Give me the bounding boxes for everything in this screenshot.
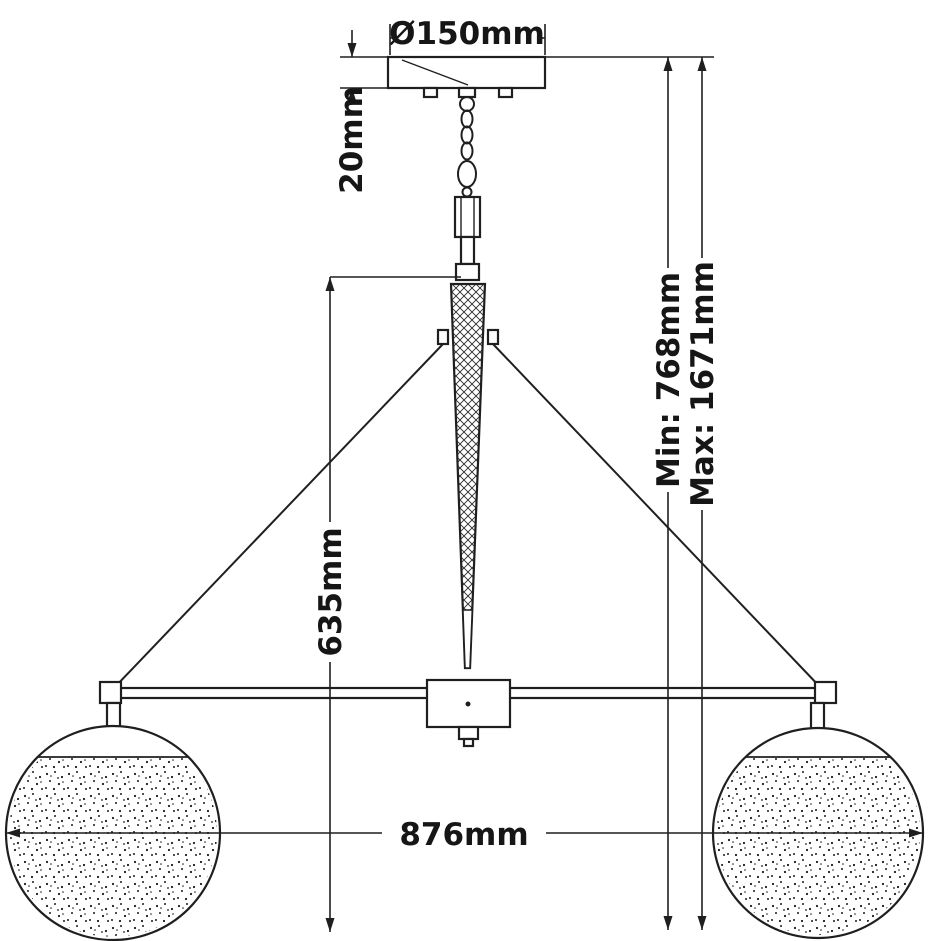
tapered-stem	[436, 282, 500, 670]
arrow-up-icon	[325, 277, 335, 291]
globe-left-seeded-glass	[9, 757, 217, 937]
dim-fixture-drop: 635mm	[312, 276, 461, 932]
arrow-left-icon	[6, 828, 20, 838]
dim-label-fixture-drop: 635mm	[313, 527, 349, 656]
hub-finial	[457, 725, 480, 741]
hanger-ring	[459, 96, 475, 112]
dim-label-canopy-height: 20mm	[334, 86, 370, 194]
arrow-right-icon	[909, 828, 923, 838]
turnbuckle-body	[453, 195, 482, 239]
chain-link	[460, 125, 474, 145]
chain-hook	[457, 160, 477, 188]
upper-stem	[453, 195, 482, 282]
ceiling-canopy	[386, 55, 547, 99]
bar-end-cap-right	[813, 680, 838, 705]
stem-connector-block	[454, 262, 481, 282]
canopy-collar	[457, 86, 477, 99]
arrow-down-icon	[325, 918, 335, 932]
globe-neck-right	[809, 701, 826, 731]
arrow-up-icon	[697, 57, 707, 71]
bar-assembly	[98, 678, 838, 748]
canopy-lug-right	[497, 86, 514, 99]
bar-end-cap-left	[98, 680, 123, 705]
dim-overall-width: 876mm	[6, 811, 923, 855]
cable-lug-left	[436, 328, 450, 346]
chain-link	[460, 141, 474, 161]
suspension-cables	[113, 343, 822, 689]
left-cable	[113, 343, 444, 689]
chain-link	[460, 109, 474, 129]
hub-finial-tip	[462, 737, 475, 748]
dim-canopy-diameter: Ø150mm	[389, 14, 546, 55]
dim-min-max-drop: Min: 768mm Max: 1671mm	[545, 56, 721, 930]
arrow-down-icon	[663, 916, 673, 930]
arrow-up-icon	[347, 88, 357, 102]
stem-rod	[459, 235, 476, 266]
arrow-down-icon	[347, 43, 357, 57]
cable-lug-right	[486, 328, 500, 346]
right-cable	[492, 343, 822, 689]
canopy-lug-left	[422, 86, 439, 99]
arrow-down-icon	[697, 916, 707, 930]
chain-assembly	[457, 96, 477, 198]
canopy-detail-line	[401, 59, 469, 86]
stem-taper-tip	[462, 609, 474, 669]
arrow-up-icon	[663, 57, 673, 71]
hub-screw	[465, 701, 471, 707]
hook-eye	[461, 186, 473, 198]
dim-label-canopy-diameter: Ø150mm	[389, 16, 545, 52]
dim-label-overall-width: 876mm	[399, 817, 528, 853]
glass-globes	[4, 724, 925, 941]
dim-label-min-drop: Min: 768mm	[651, 272, 687, 488]
dim-label-max-drop: Max: 1671mm	[685, 261, 721, 507]
dim-canopy-height: 20mm	[334, 30, 388, 194]
globe-right-seeded-glass	[716, 757, 920, 935]
canopy-plate	[386, 55, 547, 90]
